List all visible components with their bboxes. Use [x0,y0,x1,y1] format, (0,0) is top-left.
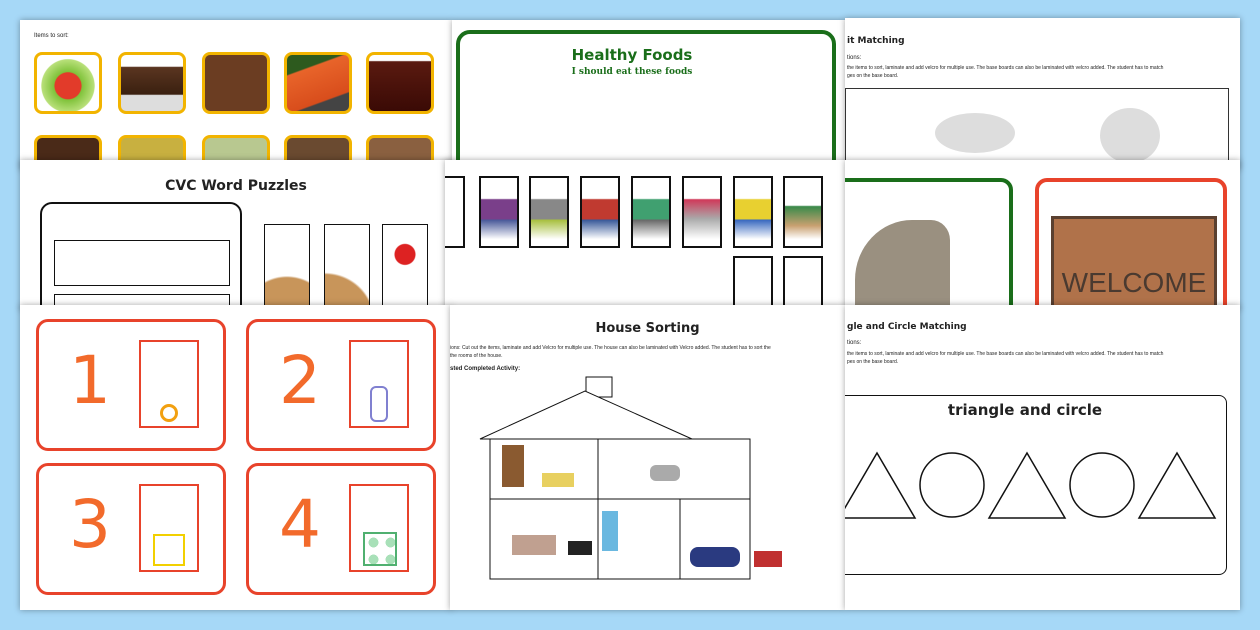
person-card [733,176,773,248]
person-card [783,256,823,310]
counter-frame [349,484,409,572]
fruit-matching-sheet: it Matching tions: the items to sort, la… [845,18,1240,170]
counter-frame [139,484,199,572]
shape-row [845,451,1217,519]
red-board: WELCOME [1035,178,1227,310]
number-card-3: 3 [36,463,226,595]
counter-frame [139,340,199,428]
person-card [529,176,569,248]
house-instructions: the rooms of the house. [450,353,503,359]
person-card [682,176,722,248]
number-label: 4 [279,486,321,563]
chocolate-photo [202,52,270,114]
circle-shape [1069,452,1135,518]
shapes-instructions: pes on the base board. [847,359,899,365]
carrots-photo [284,52,352,114]
person-card [733,256,773,310]
apple-photo [34,52,102,114]
number-card-4: 4 [246,463,436,595]
triangle-shape [845,451,917,519]
fruit-board [845,88,1229,170]
house-title: House Sorting [595,321,700,336]
fruit-instructions: ges on the base board. [847,73,899,79]
welcome-text: WELCOME [1061,267,1207,298]
number-cards-sheet: 1 2 3 4 [20,305,452,610]
welcome-mat: WELCOME [1051,216,1217,310]
puzzle-piece [324,224,370,310]
triangle-circle-sheet: gle and Circle Matching tions: the items… [845,305,1240,610]
house-instructions: ions: Cut out the items, laminate and ad… [450,345,771,351]
healthy-subtitle: I should eat these foods [571,67,693,77]
number-label: 1 [69,342,111,419]
cake-photo [118,52,186,114]
puzzle-piece [382,224,428,310]
person-card [445,176,465,248]
healthy-foods-sheet: Healthy Foods I should eat these foods [452,20,845,170]
circle-shape [919,452,985,518]
person-card [631,176,671,248]
number-card-1: 1 [36,319,226,451]
puzzle-piece [264,224,310,310]
cvc-title: CVC Word Puzzles [165,178,307,194]
cvc-card [40,202,242,310]
fruit-instructions: tions: [847,55,862,61]
triangle-shape [987,451,1067,519]
healthy-title: Healthy Foods [571,46,693,64]
number-label: 2 [279,342,321,419]
shapes-board [845,395,1227,575]
fruit-instructions: the items to sort, laminate and add velc… [847,65,1164,71]
cvc-word-puzzles-sheet: CVC Word Puzzles [20,160,452,310]
person-card [580,176,620,248]
welcome-sheet: WELCOME [845,160,1240,310]
people-cards-sheet [445,160,845,310]
shapes-instructions: the items to sort, laminate and add velc… [847,351,1164,357]
house-sorting-sheet: House Sorting ions: Cut out the items, l… [450,305,845,610]
counter-frame [349,340,409,428]
person-card [479,176,519,248]
triangle-shape [1137,451,1217,519]
house-diagram [479,376,782,580]
healthy-board [456,30,836,170]
person-card [783,176,823,248]
green-board [845,178,1013,310]
apple-outline [1100,108,1160,163]
fruit-title: it Matching [847,36,905,46]
cola-photo [366,52,434,114]
shapes-instructions: tions: [847,340,862,346]
completed-activity-label: sted Completed Activity: [450,366,521,372]
number-card-2: 2 [246,319,436,451]
board-title: triangle and circle [947,401,1103,419]
number-label: 3 [69,486,111,563]
items-to-sort-sheet: Items to sort: [20,20,452,170]
banana-outline [935,113,1015,153]
items-label: Items to sort: [34,33,69,39]
shapes-title: gle and Circle Matching [847,322,967,332]
